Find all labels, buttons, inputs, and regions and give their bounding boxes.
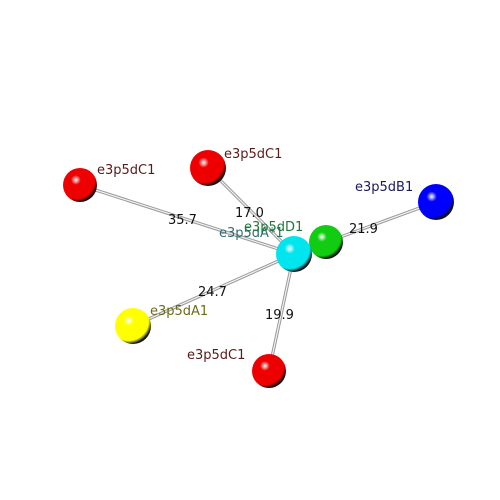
distance-label-c1_top: 17.0: [235, 206, 264, 221]
atom-label-d1: e3p5dD1: [244, 220, 303, 235]
distance-label-c1_left: 35.7: [168, 213, 197, 228]
atom-label-b1: e3p5dB1: [355, 180, 413, 195]
atom-b1[interactable]: [418, 184, 454, 220]
distance-label-layer: 35.717.021.924.719.92: [168, 206, 378, 323]
atom-label-a1: e3p5dA1: [150, 304, 208, 319]
atom-label-c1-bottom: e3p5dC1: [187, 348, 245, 363]
atom-a1[interactable]: [115, 308, 151, 344]
atom-center[interactable]: [276, 236, 312, 272]
atom-c1-bottom[interactable]: [252, 354, 286, 388]
atom-c1-top[interactable]: [190, 150, 226, 186]
atom-label-c1-top: e3p5dC1: [224, 147, 282, 162]
bond-highlight-c1_top: [207, 167, 295, 255]
atom-c1-left[interactable]: [63, 168, 97, 202]
bond-highlight-c1_left: [79, 184, 295, 255]
bond-highlight-a1: [132, 253, 295, 327]
bond-highlight-c1_bottom: [268, 253, 295, 372]
distance-label-b1: 21.9: [349, 222, 378, 237]
atom-d1[interactable]: [309, 225, 343, 259]
atom-label-c1-left: e3p5dC1: [97, 163, 155, 178]
atom-layer: [63, 150, 454, 388]
atom-label-center: e3p5dA*1: [219, 226, 284, 241]
distance-label-a1: 24.7: [198, 285, 227, 300]
distance-label-c1_bottom: 19.9: [265, 308, 294, 323]
